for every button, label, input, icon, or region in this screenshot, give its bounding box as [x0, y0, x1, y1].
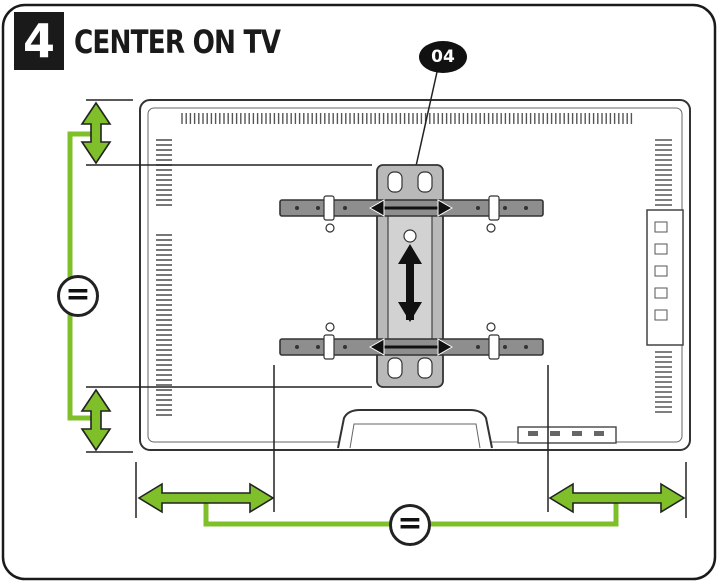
right-vents [655, 139, 672, 206]
vertical-adjust-arrow [398, 244, 422, 322]
equal-vertical-mark: = [57, 275, 99, 317]
slide-arrow-bottom [368, 338, 454, 356]
bottom-ports [517, 426, 617, 444]
part-callout: 04 [419, 41, 467, 73]
right-gap-arrow [548, 482, 686, 514]
mount-bracket [279, 164, 544, 388]
equal-horizontal-mark: = [389, 504, 431, 546]
slide-arrow-top [368, 199, 454, 217]
left-vents [156, 139, 172, 206]
port-panel [646, 209, 684, 346]
step-title: CENTER ON TV [74, 23, 281, 61]
reference-lines [86, 71, 687, 518]
bottom-gap-arrow [80, 388, 112, 452]
bottom-left-vents [156, 234, 172, 416]
left-gap-arrow [137, 482, 275, 514]
top-vents [181, 113, 633, 124]
bottom-right-vents [655, 351, 672, 413]
step-number-badge: 4 [14, 12, 64, 70]
top-gap-arrow [80, 101, 112, 165]
stand-neck [337, 409, 493, 449]
